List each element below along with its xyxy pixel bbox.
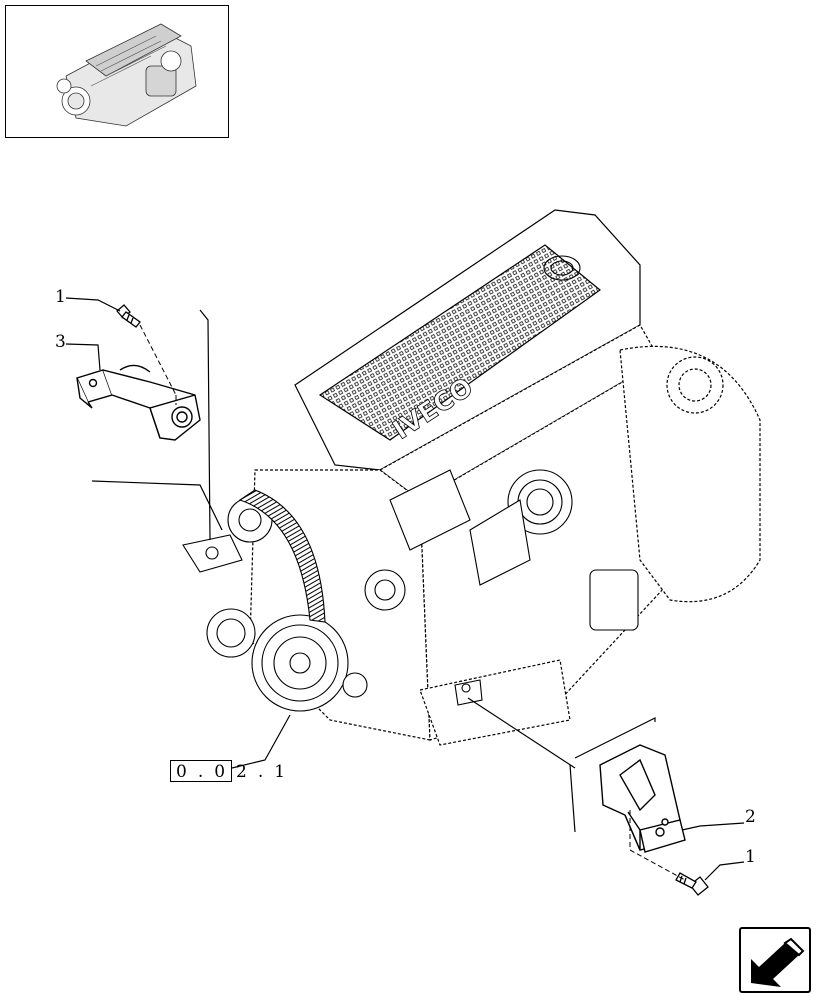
leader-3: [65, 343, 101, 371]
engine-thumbnail-image: [56, 23, 197, 127]
reference-box[interactable]: [170, 760, 232, 782]
bolt-top: [116, 304, 141, 328]
arrow-down-left-icon: [751, 937, 805, 987]
callout-label: 2: [745, 807, 756, 827]
overview-thumbnail[interactable]: [5, 5, 229, 138]
callout-label: 1: [745, 847, 756, 867]
callout-label: 1: [55, 287, 66, 307]
leader-ref: [231, 714, 291, 769]
callout-label: 3: [55, 332, 66, 352]
leader-2: [681, 822, 745, 831]
leader-1-top: [65, 297, 121, 312]
rear-mount-bracket: [599, 744, 686, 853]
navigation-button[interactable]: [739, 927, 811, 993]
front-mount-bracket: [76, 364, 201, 441]
bolt-bottom: [675, 872, 709, 896]
leader-1-bottom: [704, 861, 745, 881]
reference-label[interactable]: 0.02.1: [176, 762, 297, 782]
